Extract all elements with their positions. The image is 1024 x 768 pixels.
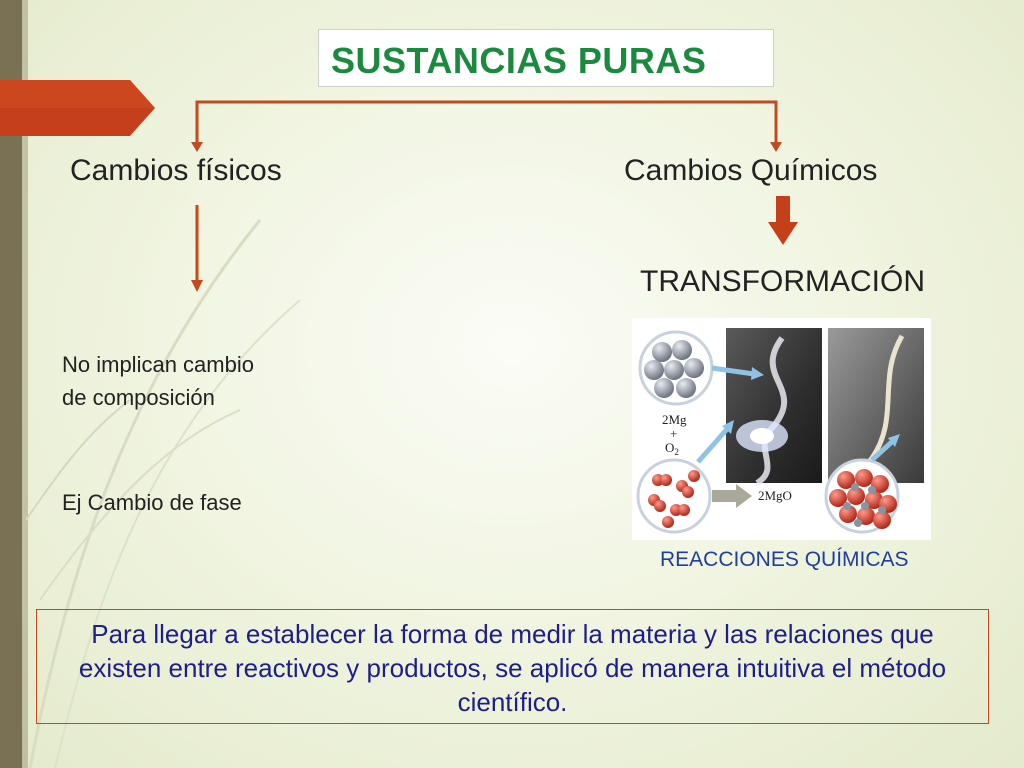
arrowhead-right xyxy=(770,142,782,152)
physical-example: Ej Cambio de fase xyxy=(62,490,242,515)
magnesium-atoms xyxy=(644,340,704,398)
physical-changes-heading: Cambios físicos xyxy=(70,154,282,187)
reactant-label: 2Mg xyxy=(662,412,687,427)
reaction-arrow xyxy=(712,484,752,508)
physical-description: No implican cambio de composición xyxy=(62,348,254,414)
oxygen-molecules-sphere xyxy=(636,458,712,534)
slide-tab-marker xyxy=(0,80,155,136)
left-edge-bar xyxy=(0,0,22,768)
magnesium-oxide-photo xyxy=(828,328,924,483)
plus-sign: + xyxy=(670,426,677,441)
chemical-changes-heading: Cambios Químicos xyxy=(624,154,878,187)
physical-description-line-1: No implican cambio xyxy=(62,352,254,377)
oxygen-label: O2 xyxy=(665,440,679,457)
connector-top-bracket xyxy=(195,100,778,145)
reaction-illustration-image: 2Mg + O2 2MgO xyxy=(636,328,924,534)
chemical-reactions-caption: REACCIONES QUÍMICAS xyxy=(660,548,909,571)
left-edge-bar-shade xyxy=(22,0,28,768)
note-box: Para llegar a establecer la forma de med… xyxy=(36,609,989,724)
transformation-label: TRANSFORMACIÓN xyxy=(640,265,925,298)
physical-down-arrowhead xyxy=(191,280,203,292)
chemical-arrow-head xyxy=(768,222,798,245)
arrowhead-left xyxy=(191,142,203,152)
oxygen-molecules xyxy=(648,470,700,528)
product-label: 2MgO xyxy=(758,488,792,503)
note-text: Para llegar a establecer la forma de med… xyxy=(78,619,947,717)
reaction-illustration: 2Mg + O2 2MgO xyxy=(632,318,931,540)
chemical-arrow-shaft xyxy=(776,196,790,222)
magnesium-oxide-lattice xyxy=(829,469,897,529)
slide-title: SUSTANCIAS PURAS xyxy=(331,40,707,81)
physical-description-line-2: de composición xyxy=(62,385,215,410)
title-box: SUSTANCIAS PURAS xyxy=(318,29,774,87)
